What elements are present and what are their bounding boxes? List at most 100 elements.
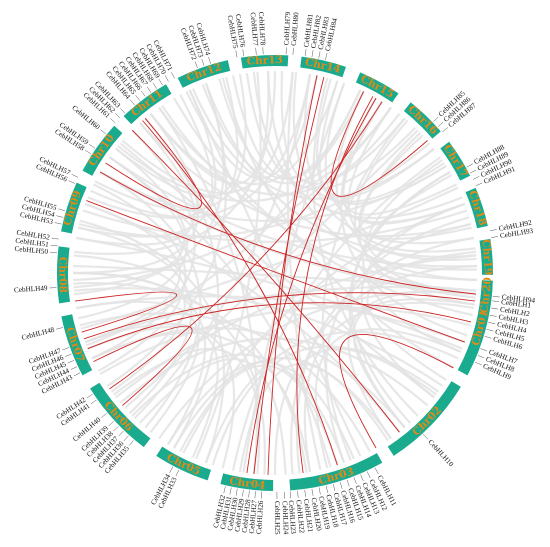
gene-tick xyxy=(304,489,306,497)
chromosome-band xyxy=(465,187,488,229)
gene-tick xyxy=(472,176,480,180)
synteny-link-highlight xyxy=(330,91,428,197)
gene-tick xyxy=(158,78,163,86)
gene-tick xyxy=(201,59,205,66)
chromosome-label: Chr18 xyxy=(466,189,488,227)
gene-label: CebHLH25 xyxy=(273,501,281,535)
synteny-link-highlight xyxy=(93,325,193,406)
gene-tick xyxy=(118,430,124,437)
gene-tick xyxy=(491,307,499,310)
gene-tick xyxy=(120,108,126,114)
synteny-link xyxy=(252,71,463,220)
synteny-link xyxy=(90,94,214,218)
gene-tick xyxy=(71,174,79,178)
gene-label: CebHLH49 xyxy=(14,284,48,294)
synteny-link-highlight xyxy=(87,302,472,350)
gene-label: CebHLH23 xyxy=(287,500,297,534)
gene-tick xyxy=(51,237,59,240)
synteny-link xyxy=(366,250,477,381)
synteny-link xyxy=(357,131,475,306)
synteny-links-highlighted xyxy=(74,75,476,475)
synteny-link xyxy=(75,300,200,433)
chromosome-label: Chr02 xyxy=(410,404,444,438)
gene-tick xyxy=(164,75,169,82)
gene-tick xyxy=(242,489,244,497)
synteny-link xyxy=(72,113,200,275)
gene-tick xyxy=(108,421,114,427)
synteny-link-highlight xyxy=(339,334,454,449)
synteny-link-highlight xyxy=(74,291,178,333)
gene-tick xyxy=(488,322,496,325)
gene-label: CebHLH10 xyxy=(426,438,455,468)
synteny-link xyxy=(173,356,392,449)
chromosome-label: Chr01 xyxy=(470,309,491,347)
gene-tick xyxy=(101,413,107,418)
gene-tick xyxy=(437,121,444,127)
synteny-link xyxy=(108,156,477,268)
synteny-link-highlight xyxy=(142,120,338,466)
gene-label: CebHLH79 xyxy=(283,11,293,45)
gene-tick xyxy=(477,355,485,359)
gene-tick xyxy=(89,144,96,149)
gene-tick xyxy=(67,360,75,364)
gene-label: CebHLH77 xyxy=(249,12,260,47)
synteny-link xyxy=(138,358,287,475)
synteny-link xyxy=(362,159,462,353)
gene-tick xyxy=(466,163,474,168)
synteny-link xyxy=(201,84,383,185)
synteny-link xyxy=(133,73,312,420)
gene-tick xyxy=(86,393,93,399)
chromosome-band xyxy=(61,314,93,376)
synteny-link-highlight xyxy=(109,101,383,390)
gene-tick xyxy=(491,236,499,238)
chromosome-band xyxy=(479,238,493,275)
synteny-link xyxy=(280,71,401,186)
chromosome-band xyxy=(123,84,172,125)
gene-tick xyxy=(318,51,321,59)
chromosome-label: Chr08 xyxy=(56,257,68,293)
gene-tick xyxy=(484,336,492,339)
gene-tick xyxy=(489,229,497,232)
synteny-link xyxy=(73,287,444,387)
gene-tick xyxy=(56,215,64,218)
gene-tick xyxy=(235,488,238,496)
chromosome-band xyxy=(355,72,399,103)
gene-tick xyxy=(475,182,483,186)
chromosome-label: Chr04 xyxy=(229,475,266,492)
gene-tick xyxy=(175,469,180,477)
synteny-link xyxy=(314,328,462,469)
synteny-link-highlight xyxy=(99,171,476,295)
gene-tick xyxy=(346,479,350,487)
synteny-link xyxy=(75,122,196,246)
gene-tick xyxy=(152,82,157,89)
synteny-link xyxy=(295,236,475,474)
gene-label: CebHLH24 xyxy=(281,501,290,535)
synteny-link xyxy=(204,82,477,258)
gene-tick xyxy=(374,467,379,475)
synteny-link xyxy=(318,80,435,199)
gene-tick xyxy=(332,484,336,491)
chromosome-label: Chr12 xyxy=(185,61,223,84)
gene-tick xyxy=(442,127,449,133)
gene-tick xyxy=(194,61,198,69)
chromosome-label: Chr13 xyxy=(246,54,283,68)
synteny-link xyxy=(324,82,466,224)
gene-tick xyxy=(146,86,152,93)
gene-tick xyxy=(433,116,439,122)
synteny-link xyxy=(84,285,477,344)
chromosome-band xyxy=(61,182,87,234)
gene-tick xyxy=(128,440,134,446)
gene-label: CebHLH48 xyxy=(21,326,56,342)
synteny-link xyxy=(341,101,458,216)
chromosome-band xyxy=(387,381,461,456)
synteny-link xyxy=(75,236,463,350)
chromosome-bands xyxy=(57,55,493,491)
gene-tick xyxy=(292,47,294,55)
synteny-link xyxy=(73,254,186,393)
gene-tick xyxy=(254,491,256,499)
synteny-link xyxy=(73,156,186,289)
synteny-link xyxy=(77,226,193,415)
synteny-link xyxy=(115,76,239,198)
synteny-link xyxy=(273,347,437,476)
gene-label: CebHLH28 xyxy=(241,499,253,534)
